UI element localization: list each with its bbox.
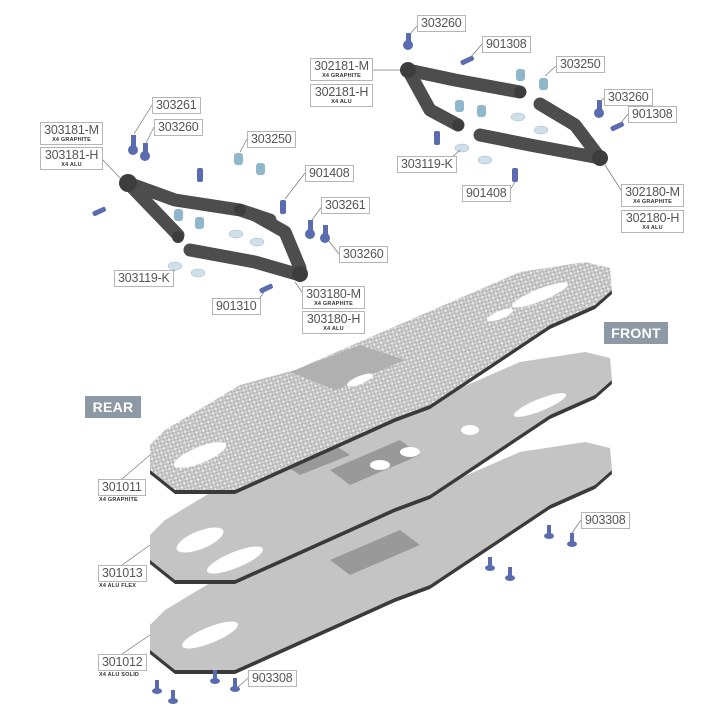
label-903308-right: 903308 [581,512,630,529]
small-parts [92,33,624,704]
label-901308: 901308 [482,36,531,53]
part-code: 302181-H [314,85,369,99]
label-901308-right: 901308 [628,106,677,123]
label-303119-k: 303119-K [397,156,457,173]
label-303260-top: 303260 [417,15,466,32]
part-material: X4 GRAPHITE [322,73,361,79]
plate-301011 [150,262,612,494]
part-code: 303181-H [44,148,99,162]
label-901310: 901310 [212,298,261,315]
label-301012: 301012 [98,654,147,671]
part-code: 303180-M [306,287,361,301]
part-material: X4 ALU [642,225,663,231]
part-code: 303180-H [306,312,361,326]
label-903308-bottom: 903308 [248,670,297,687]
front-upper-arms [119,174,308,282]
plate-301012 [150,442,612,674]
part-material: X4 GRAPHITE [633,199,672,205]
label-303260-right: 303260 [604,89,653,106]
part-material: X4 ALU [331,99,352,105]
part-material: X4 GRAPHITE [52,137,91,143]
label-303261-right: 303261 [321,197,370,214]
label-303260-right-front: 303260 [339,246,388,263]
label-303260: 303260 [154,119,203,136]
part-code: 302181-M [314,59,369,73]
label-301011: 301011 [98,479,146,496]
label-303119-k-front: 303119-K [114,270,174,287]
part-code: 302180-M [625,185,680,199]
front-badge: FRONT [604,322,668,344]
part-material: X4 ALU [323,326,344,332]
part-code: 302180-H [625,211,680,225]
label-303250: 303250 [556,56,605,73]
part-material: X4 ALU [61,162,82,168]
rear-badge: REAR [85,396,141,418]
label-301013: 301013 [98,565,147,582]
part-material: X4 GRAPHITE [314,301,353,307]
label-901408: 901408 [462,185,511,202]
plate-301013 [150,352,612,584]
part-code: 303181-M [44,123,99,137]
label-303250-front: 303250 [247,131,296,148]
label-301012-material: X4 ALU SOLID [99,672,140,678]
label-901408-front: 901408 [305,165,354,182]
label-301011-material: X4 GRAPHITE [99,497,138,503]
rear-upper-arms [400,62,608,166]
label-301013-material: X4 ALU FLEX [99,583,137,589]
label-303261: 303261 [152,97,201,114]
